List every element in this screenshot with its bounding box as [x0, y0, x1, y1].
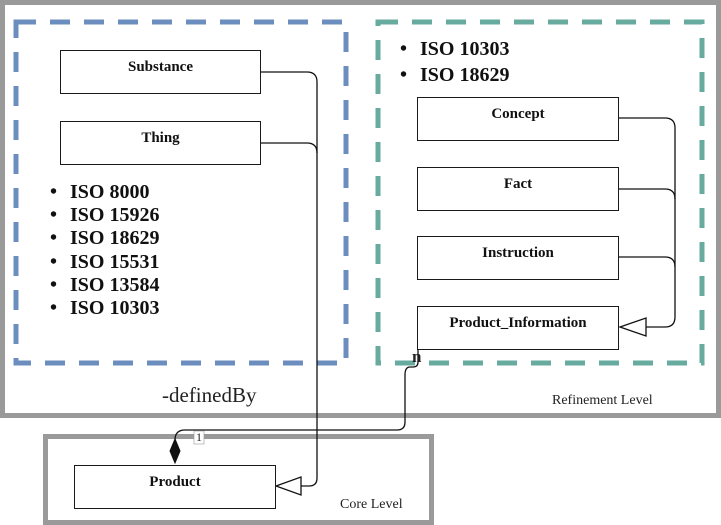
class-substance[interactable]: Substance: [60, 50, 261, 94]
class-substance-label: Substance: [127, 59, 194, 75]
right-group-border: [375, 19, 705, 366]
class-product-label: Product: [149, 474, 201, 490]
defined-by-label: -definedBy: [162, 383, 257, 407]
substance-generalization-line: [260, 71, 318, 487]
class-product[interactable]: Product: [74, 465, 276, 509]
class-thing[interactable]: Thing: [60, 121, 261, 165]
class-fact-label: Fact: [503, 176, 533, 192]
class-product-information-label: Product_Information: [449, 315, 587, 331]
standard-item: ISO 18629: [50, 227, 159, 250]
class-concept[interactable]: Concept: [417, 97, 619, 141]
composition-diamond: [169, 437, 181, 465]
class-instruction[interactable]: Instruction: [417, 236, 619, 280]
left-group-border: [13, 19, 349, 366]
standard-item: ISO 15926: [50, 204, 159, 227]
class-concept-label: Concept: [491, 106, 545, 122]
product-generalization-arrowhead: [274, 476, 302, 496]
standard-item: ISO 18629: [400, 62, 509, 88]
multiplicity-n-label: n: [412, 347, 422, 366]
class-instruction-label: Instruction: [482, 245, 554, 261]
standard-item: ISO 15531: [50, 251, 159, 274]
fact-generalization-line: [618, 188, 676, 200]
refinement-level-label: Refinement Level: [552, 393, 653, 408]
core-level-label: Core Level: [340, 497, 403, 512]
standard-item: ISO 8000: [50, 181, 159, 204]
class-thing-label: Thing: [141, 130, 180, 146]
class-product-information[interactable]: Product_Information: [417, 306, 619, 350]
standard-item: ISO 10303: [400, 36, 509, 62]
multiplicity-one-bg: [193, 430, 205, 445]
concept-generalization-line: [618, 117, 676, 328]
left-standards-list: ISO 8000 ISO 15926 ISO 18629 ISO 15531 I…: [50, 181, 159, 320]
product-information-generalization-arrowhead: [618, 317, 647, 337]
multiplicity-one-label: 1: [196, 430, 202, 444]
instruction-generalization-line: [618, 256, 676, 268]
defined-by-composition-line: [174, 349, 419, 441]
class-fact[interactable]: Fact: [417, 167, 619, 211]
standard-item: ISO 13584: [50, 274, 159, 297]
standard-item: ISO 10303: [50, 297, 159, 320]
thing-generalization-line: [260, 142, 318, 154]
right-standards-list: ISO 10303 ISO 18629: [400, 36, 509, 88]
